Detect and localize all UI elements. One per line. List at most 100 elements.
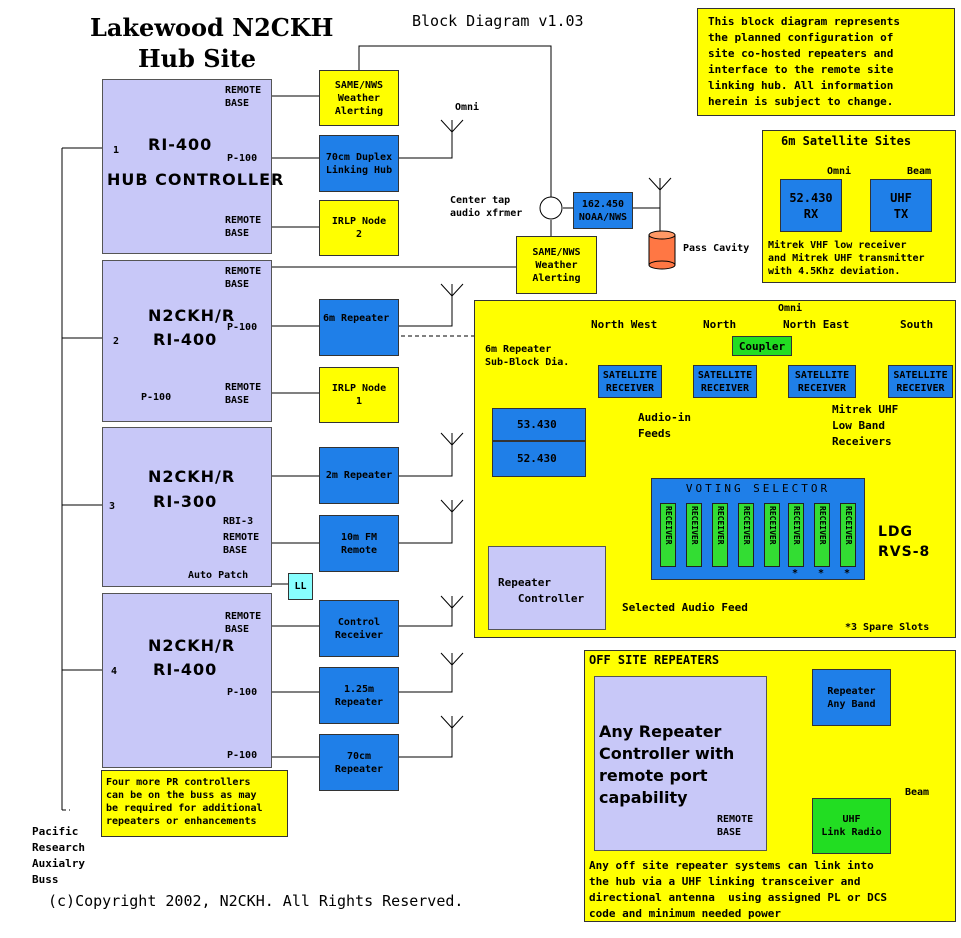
seventy-cm-repeater: 70cm Repeater	[319, 734, 399, 791]
port-label: P-100	[227, 750, 258, 761]
receiver-slot-8: RECEIVER	[840, 503, 856, 567]
offsite-note: Any off site repeater systems can link i…	[589, 859, 888, 920]
controller-4: 4 N2CKH/R RI-400 REMOTE BASE P-100 P-100	[102, 593, 272, 768]
controller-number: 4	[111, 666, 118, 677]
satellite-receiver-s: SATELLITE RECEIVER	[888, 365, 953, 398]
bus-note-box: Four more PR controllers can be on the b…	[101, 770, 288, 837]
port-label: P-100	[227, 322, 258, 333]
offsite-title: OFF SITE REPEATERS	[589, 653, 720, 667]
offsite-panel: OFF SITE REPEATERS Any Repeater Controll…	[584, 650, 956, 922]
ldg-rvs8: LDG RVS-8	[878, 524, 931, 560]
freq-rx: 52.430	[517, 452, 557, 465]
port-label: REMOTE BASE	[225, 611, 262, 635]
pass-cavity-label: Pass Cavity	[683, 243, 750, 254]
satellite-tx: UHF TX	[870, 179, 932, 232]
noaa-receiver: 162.450 NOAA/NWS	[573, 192, 633, 229]
title-line1: Lakewood N2CKH	[90, 13, 334, 42]
diagram-version: Block Diagram v1.03	[412, 12, 584, 30]
receiver-slot-5: RECEIVER	[764, 503, 780, 567]
omni-label: Omni	[455, 102, 480, 113]
controller-3: 3 N2CKH/R RI-300 RBI-3 REMOTE BASE Auto …	[102, 427, 272, 587]
rx-52430: 52.430	[492, 441, 586, 477]
tx-53430: 53.430	[492, 408, 586, 441]
repeater-controller: Repeater Controller	[488, 546, 606, 630]
two-meter-repeater: 2m Repeater	[319, 447, 399, 504]
controller-name: N2CKH/R	[148, 636, 236, 655]
freq-tx: 53.430	[517, 418, 557, 431]
six-meter-repeater: 6m Repeater	[319, 299, 399, 356]
port-label: REMOTE BASE	[225, 215, 262, 239]
same-nws-weather-1: SAME/NWS Weather Alerting	[319, 70, 399, 126]
satellite-title: 6m Satellite Sites	[781, 134, 912, 148]
spare-slots-note: *3 Spare Slots	[845, 622, 930, 633]
receiver-slot-4: RECEIVER	[738, 503, 754, 567]
receiver-slot-3: RECEIVER	[712, 503, 728, 567]
sixm-omni: Omni	[778, 303, 803, 314]
dir-north-east: North East	[783, 318, 850, 331]
satellite-receiver-n: SATELLITE RECEIVER	[693, 365, 757, 398]
spare-marker: *	[818, 568, 825, 579]
duplex-linking-hub: 70cm Duplex Linking Hub	[319, 135, 399, 192]
dir-north: North	[703, 318, 737, 331]
offsite-remote-base: REMOTE BASE	[717, 814, 754, 838]
dir-south: South	[900, 318, 934, 331]
receiver-slot-7: RECEIVER	[814, 503, 830, 567]
mitrek-receivers: Mitrek UHF Low Band Receivers	[832, 403, 899, 448]
center-tap-label: Center tap audio xfrmer	[450, 195, 523, 219]
controller-name: N2CKH/R	[148, 306, 236, 325]
bus-note-text: Four more PR controllers can be on the b…	[106, 777, 263, 827]
copyright: (c)Copyright 2002, N2CKH. All Rights Res…	[48, 892, 464, 910]
satellite-rx: 52.430 RX	[780, 179, 842, 232]
any-repeater-controller: Any Repeater Controller with remote port…	[594, 676, 767, 851]
controller-model: HUB CONTROLLER	[107, 170, 285, 189]
dir-north-west: North West	[591, 318, 658, 331]
pass-cavity-icon	[648, 230, 676, 270]
subblock-label: 6m Repeater Sub-Block Dia.	[485, 344, 570, 368]
notice-text: This block diagram represents the planne…	[708, 15, 901, 108]
leased-line: LL	[288, 573, 313, 600]
controller-model: RI-400	[153, 660, 218, 679]
bus-label: Pacific Research Auxialry Buss	[32, 825, 85, 886]
port-label: REMOTE BASE	[223, 532, 260, 556]
controller-2: 2 N2CKH/R RI-400 REMOTE BASE P-100 P-100…	[102, 260, 272, 422]
controller-model: RI-400	[153, 330, 218, 349]
voting-title: VOTING SELECTOR	[685, 482, 831, 495]
receiver-slot-1: RECEIVER	[660, 503, 676, 567]
satellite-receiver-ne: SATELLITE RECEIVER	[788, 365, 856, 398]
port-label: P-100	[227, 153, 258, 164]
any-controller-label: Any Repeater Controller with remote port…	[599, 722, 735, 807]
satellite-sites-panel: 6m Satellite Sites Omni Beam 52.430 RX U…	[762, 130, 956, 283]
notice-box: This block diagram represents the planne…	[697, 8, 955, 116]
irlp-node-2: IRLP Node 2	[319, 200, 399, 256]
controller-name: RI-400	[148, 135, 213, 154]
port-label: REMOTE BASE	[225, 266, 262, 290]
controller-number: 2	[113, 336, 120, 347]
satellite-omni: Omni	[827, 166, 852, 177]
satellite-receiver-nw: SATELLITE RECEIVER	[598, 365, 662, 398]
controller-number: 3	[109, 501, 116, 512]
port-label: Auto Patch	[188, 570, 249, 581]
receiver-slot-2: RECEIVER	[686, 503, 702, 567]
repeater-controller-label: Repeater Controller	[498, 576, 585, 605]
port-label: RBI-3	[223, 516, 254, 527]
satellite-note: Mitrek VHF low receiver and Mitrek UHF t…	[768, 240, 925, 277]
audio-in-feeds: Audio-in Feeds	[638, 411, 691, 440]
satellite-beam: Beam	[907, 166, 932, 177]
one-twenty-five-repeater: 1.25m Repeater	[319, 667, 399, 724]
uhf-link-radio: UHF Link Radio	[812, 798, 891, 854]
irlp-node-1: IRLP Node 1	[319, 367, 399, 423]
port-label: P-100	[141, 392, 172, 403]
voting-selector: VOTING SELECTOR RECEIVER RECEIVER RECEIV…	[651, 478, 865, 580]
port-label: P-100	[227, 687, 258, 698]
controller-number: 1	[113, 145, 120, 156]
title-line2: Hub Site	[138, 44, 257, 73]
offsite-beam: Beam	[905, 787, 930, 798]
coupler: Coupler	[732, 336, 792, 356]
repeater-any-band: Repeater Any Band	[812, 669, 891, 726]
control-receiver: Control Receiver	[319, 600, 399, 657]
port-label: REMOTE BASE	[225, 85, 262, 109]
controller-1: 1 RI-400 HUB CONTROLLER REMOTE BASE P-10…	[102, 79, 283, 254]
port-label: REMOTE BASE	[225, 382, 262, 406]
spare-marker: *	[844, 568, 851, 579]
spare-marker: *	[792, 568, 799, 579]
